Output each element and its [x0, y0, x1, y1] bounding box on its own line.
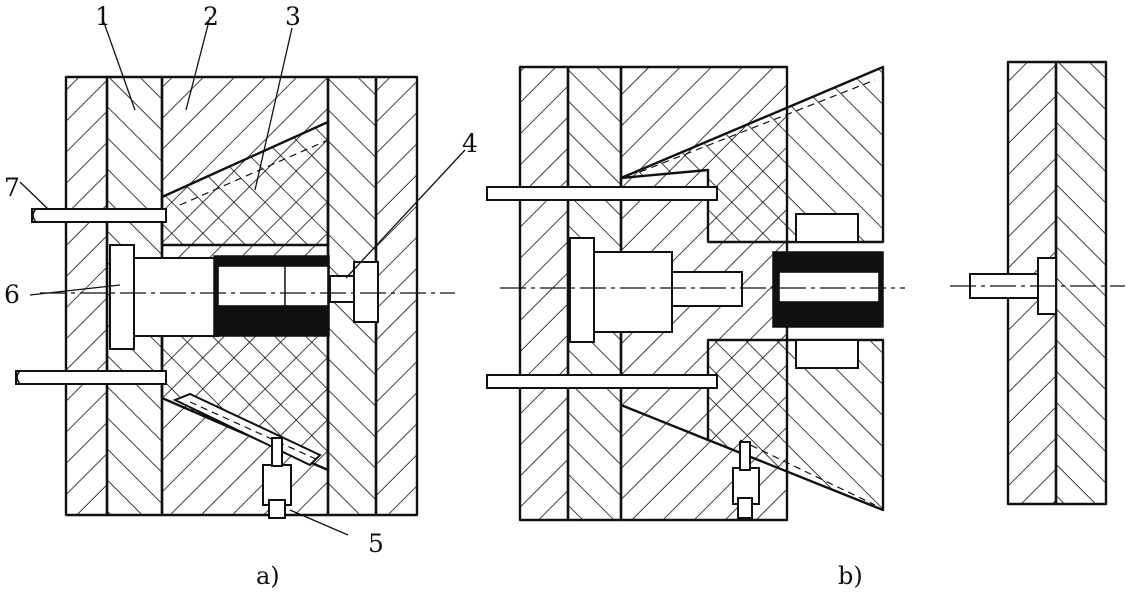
label-7: 7 [4, 173, 20, 202]
plate-b-right-clamp [1056, 62, 1106, 504]
slider-lower [162, 332, 328, 470]
slider-3 [162, 122, 328, 245]
core-b [593, 251, 673, 333]
label-4: 4 [462, 129, 478, 158]
slider-b-upper [621, 67, 883, 242]
core-b-pin [671, 271, 743, 307]
slider-b-lower [621, 340, 883, 510]
plate-a-right-clamp [376, 77, 417, 515]
caption-a: a) [256, 562, 280, 590]
ejector-pin-7-upper [31, 208, 167, 223]
core-head [109, 244, 135, 350]
plate-a-left-clamp [66, 77, 107, 515]
inclined-guide [172, 392, 322, 467]
plate-b-left-clamp [520, 67, 568, 520]
view-b-right-plate [950, 60, 1125, 506]
caption-b: b) [838, 562, 863, 590]
label-3: 3 [285, 2, 301, 31]
ejector-pin-7-lower [15, 370, 167, 385]
label-2: 2 [203, 2, 219, 31]
label-1: 1 [95, 2, 111, 31]
label-5: 5 [368, 529, 384, 558]
core-b-head [569, 237, 595, 343]
pin-head-4 [353, 261, 379, 323]
ejector-pin-b-lower [486, 374, 718, 389]
view-b-open-mold [486, 65, 905, 522]
ejector-pin-b-upper [486, 186, 718, 201]
label-6: 6 [4, 280, 20, 309]
core-6 [133, 257, 219, 337]
view-a-closed-mold [15, 75, 455, 519]
